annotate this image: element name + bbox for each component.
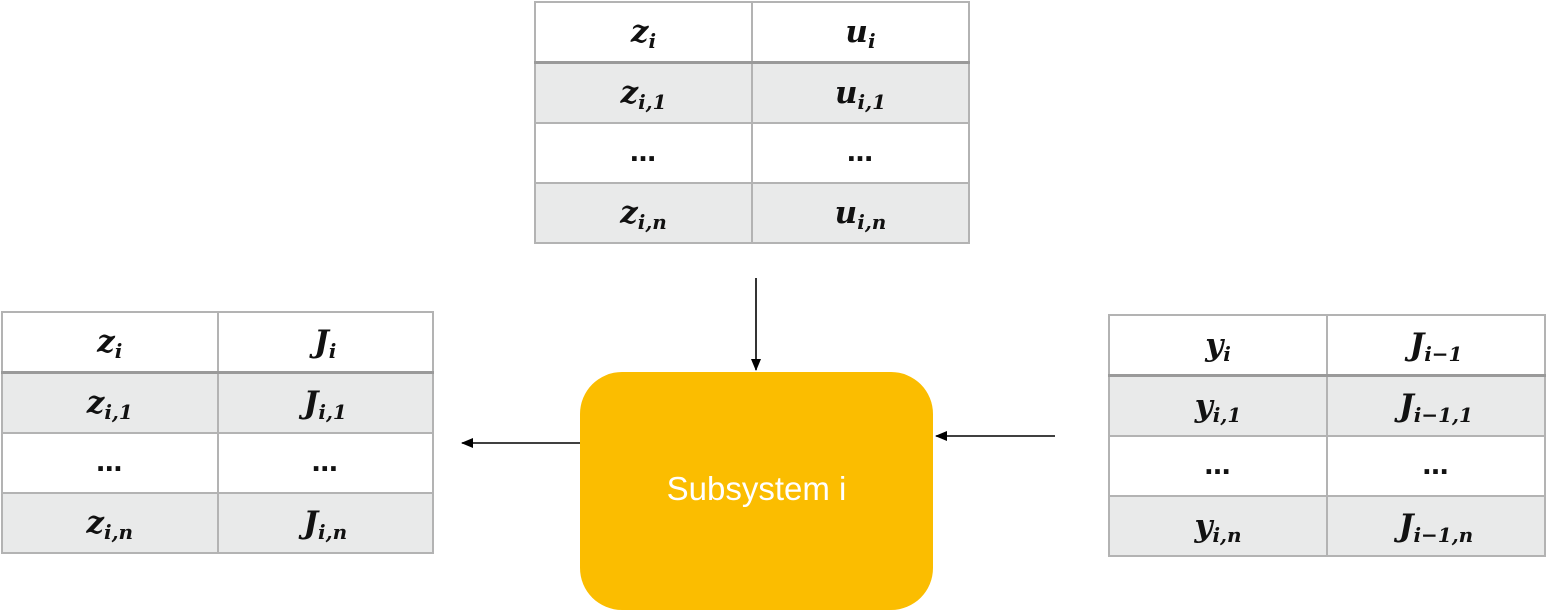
table-cell: … — [534, 122, 753, 184]
table-row: yi,1 Ji−1,1 — [1108, 374, 1546, 437]
table-cell: yi,1 — [1108, 374, 1328, 437]
header-cell: Ji — [216, 311, 434, 374]
subsystem-block: Subsystem i — [580, 372, 933, 610]
header-cell: ui — [751, 1, 970, 64]
header-cell: zi — [534, 1, 753, 64]
table-cell: Ji,1 — [216, 371, 434, 434]
table-cell: Ji,n — [216, 492, 434, 554]
top-table: zi ui zi,1 ui,1 … … zi,n ui,n — [534, 1, 970, 244]
table-row: yi,n Ji−1,n — [1108, 495, 1546, 557]
right-table: yi Ji−1 yi,1 Ji−1,1 … … yi,n Ji−1,n — [1108, 314, 1546, 557]
table-header-row: zi ui — [534, 1, 970, 64]
header-cell: Ji−1 — [1326, 314, 1546, 377]
table-header-row: zi Ji — [1, 311, 434, 374]
header-cell: zi — [1, 311, 219, 374]
table-cell: ui,1 — [751, 61, 970, 124]
table-row: … … — [534, 122, 970, 184]
table-cell: … — [1326, 435, 1546, 497]
table-row: zi,1 ui,1 — [534, 61, 970, 124]
subsystem-label: Subsystem i — [666, 470, 847, 507]
table-cell: Ji−1,1 — [1326, 374, 1546, 437]
table-cell: … — [1, 432, 219, 494]
table-cell: … — [751, 122, 970, 184]
table-row: … … — [1, 432, 434, 494]
left-table: zi Ji zi,1 Ji,1 … … zi,n Ji,n — [1, 311, 434, 554]
table-cell: zi,n — [1, 492, 219, 554]
table-cell: zi,n — [534, 182, 753, 244]
table-cell: yi,n — [1108, 495, 1328, 557]
table-row: zi,n ui,n — [534, 182, 970, 244]
table-row: zi,n Ji,n — [1, 492, 434, 554]
table-cell: … — [216, 432, 434, 494]
table-header-row: yi Ji−1 — [1108, 314, 1546, 377]
table-row: zi,1 Ji,1 — [1, 371, 434, 434]
table-cell: Ji−1,n — [1326, 495, 1546, 557]
header-cell: yi — [1108, 314, 1328, 377]
table-row: … … — [1108, 435, 1546, 497]
table-cell: zi,1 — [534, 61, 753, 124]
table-cell: … — [1108, 435, 1328, 497]
table-cell: zi,1 — [1, 371, 219, 434]
table-cell: ui,n — [751, 182, 970, 244]
